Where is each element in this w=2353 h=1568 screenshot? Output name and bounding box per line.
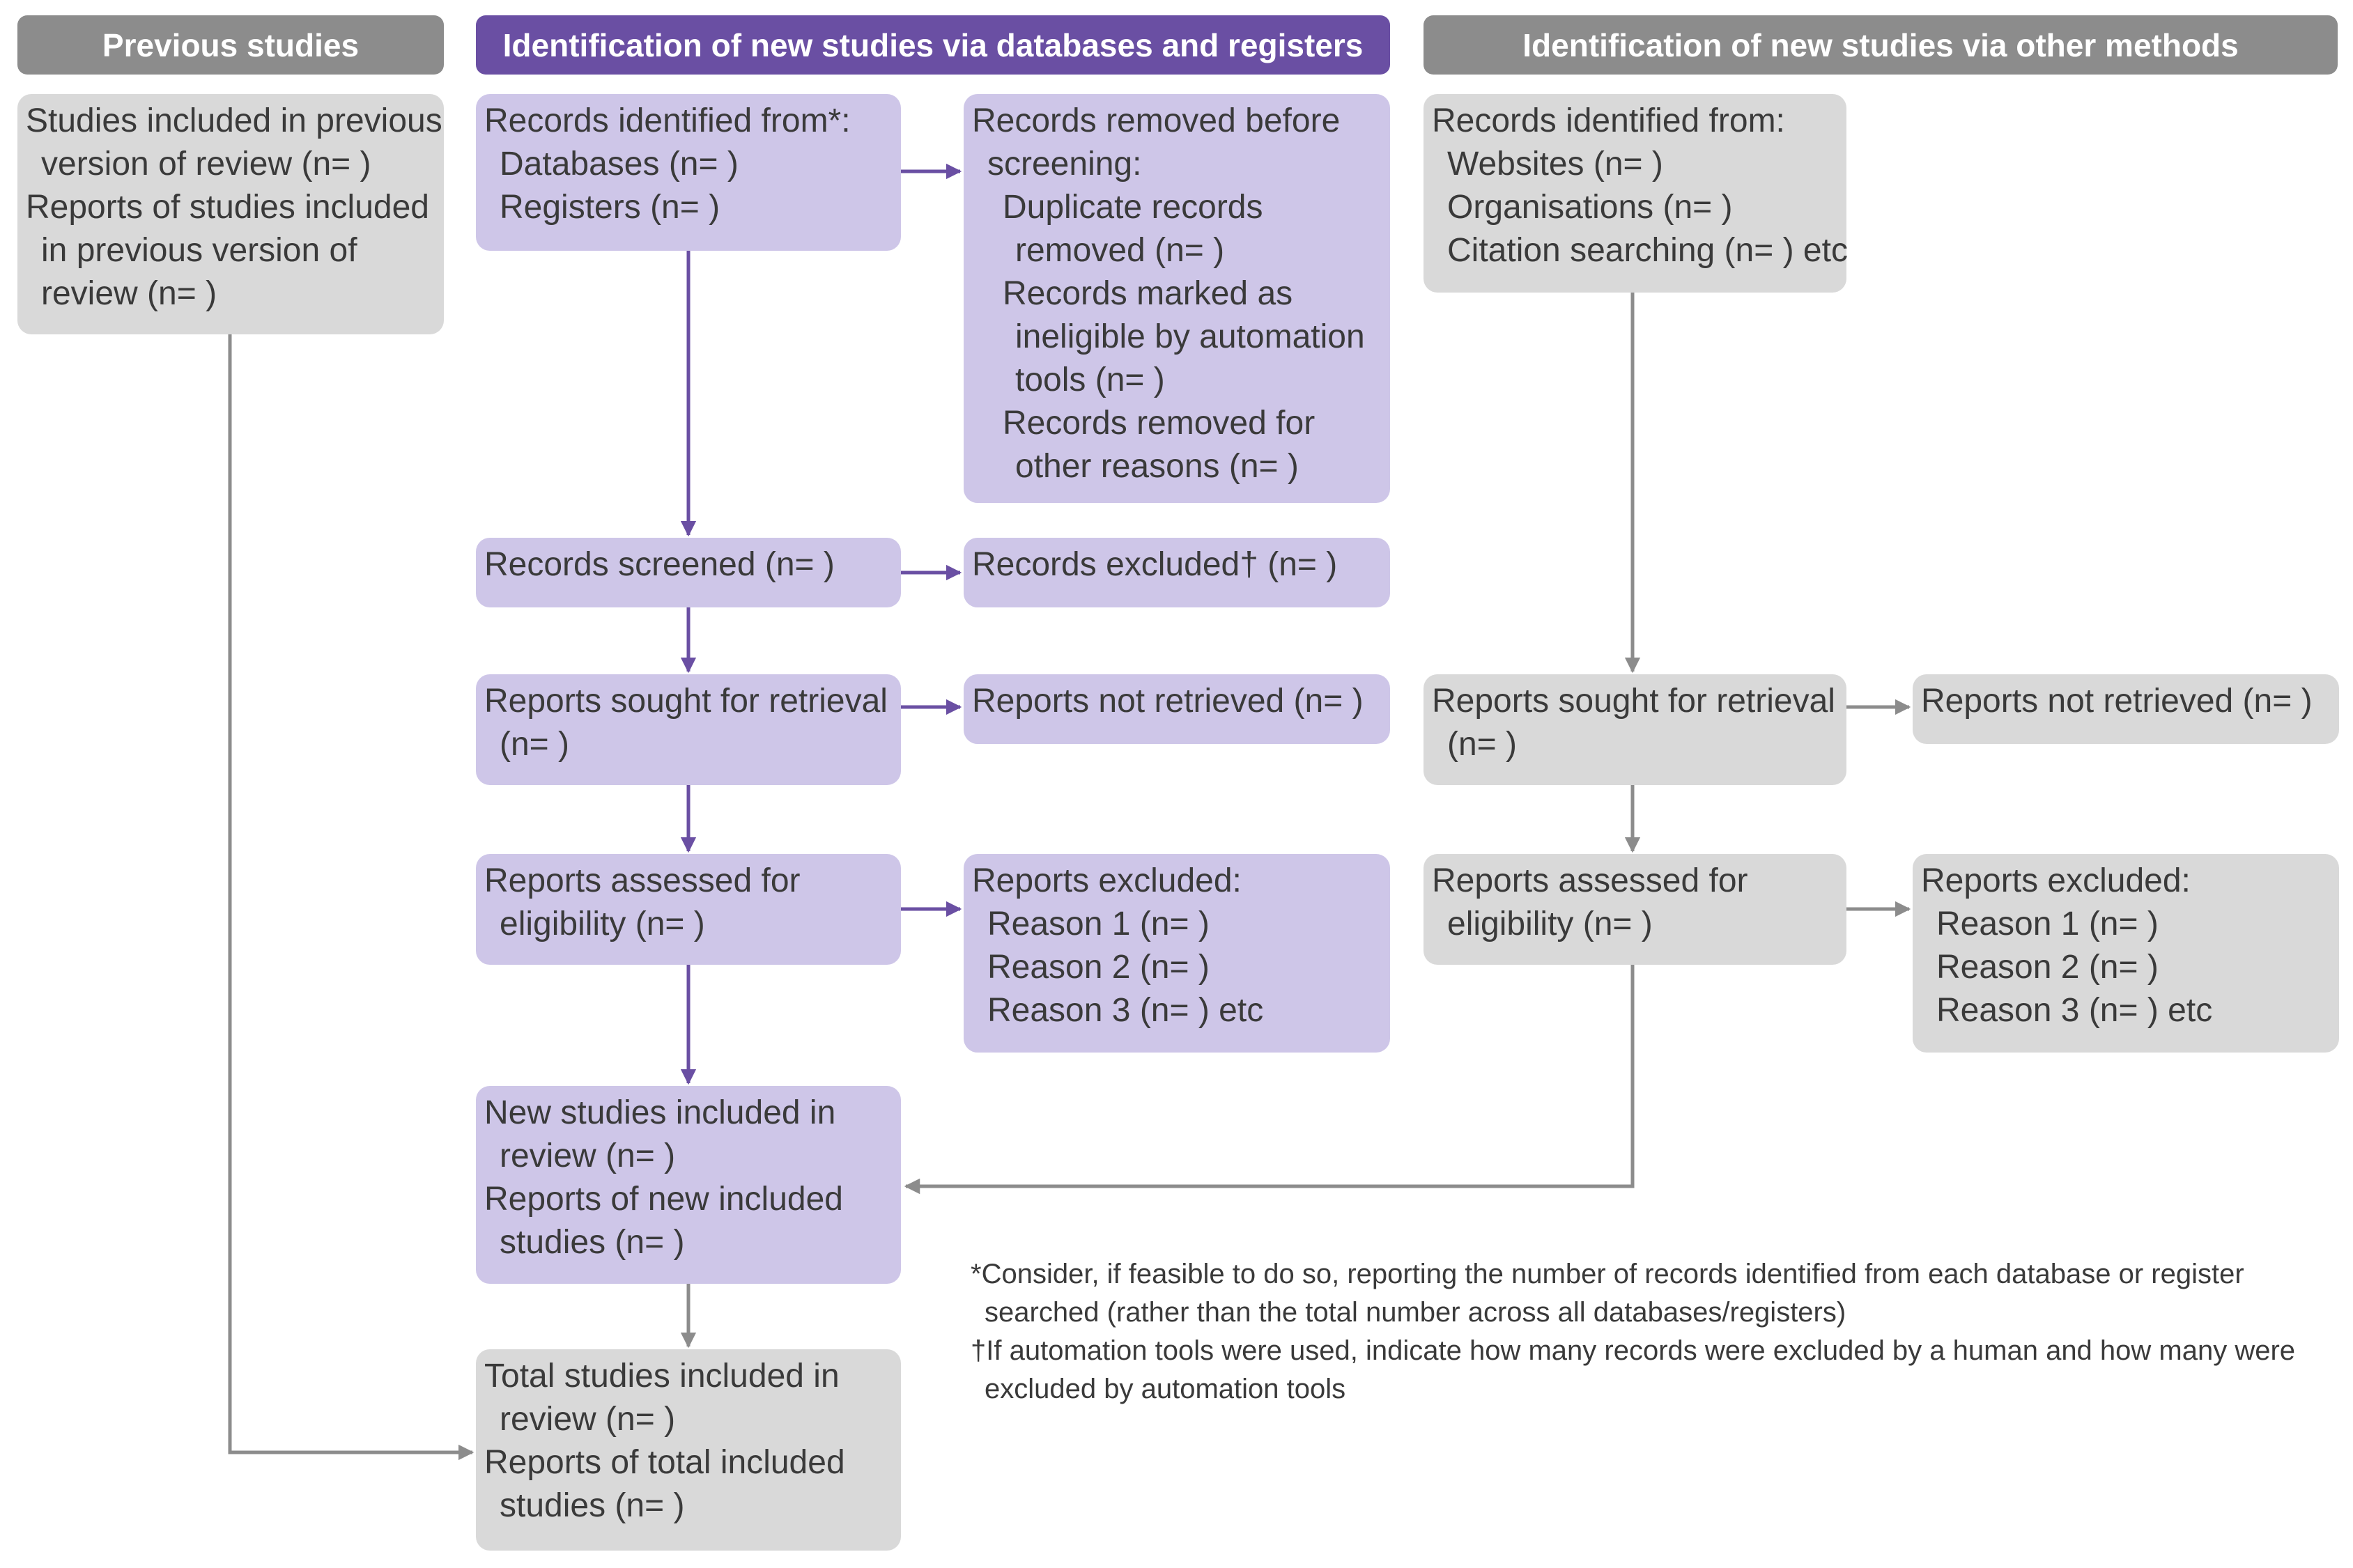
box-line: eligibility (n= ) xyxy=(500,906,705,942)
footnote-line: searched (rather than the total number a… xyxy=(985,1297,1846,1328)
box-line: (n= ) xyxy=(500,726,570,763)
box-line: Organisations (n= ) xyxy=(1447,189,1733,226)
box-total-studies-included: Total studies included in review (n= ) R… xyxy=(476,1349,901,1551)
box-line: Records removed before xyxy=(972,102,1341,139)
box-line: Records marked as xyxy=(1003,275,1293,312)
box-line: other reasons (n= ) xyxy=(1015,448,1299,485)
box-line: eligibility (n= ) xyxy=(1447,906,1653,942)
box-line: Reports of studies included xyxy=(26,189,429,226)
box-line: Reports not retrieved (n= ) xyxy=(1921,683,2313,720)
box-reports-excluded: Reports excluded: Reason 1 (n= ) Reason … xyxy=(964,854,1390,1053)
box-line: review (n= ) xyxy=(500,1138,676,1174)
box-line: screening: xyxy=(987,146,1142,183)
box-line: Reason 3 (n= ) etc xyxy=(987,992,1264,1029)
box-line: Reports not retrieved (n= ) xyxy=(972,683,1364,720)
box-line: Websites (n= ) xyxy=(1447,146,1663,183)
box-other-reports-assessed: Reports assessed for eligibility (n= ) xyxy=(1424,854,1846,965)
box-line: Total studies included in xyxy=(484,1358,840,1395)
box-line: New studies included in xyxy=(484,1094,836,1131)
box-line: Reason 1 (n= ) xyxy=(1936,906,2159,942)
box-other-reports-excluded: Reports excluded: Reason 1 (n= ) Reason … xyxy=(1913,854,2339,1053)
box-line: Reason 3 (n= ) etc xyxy=(1936,992,2213,1029)
box-other-records-identified: Records identified from: Websites (n= ) … xyxy=(1424,94,1848,293)
box-line: studies (n= ) xyxy=(500,1224,685,1261)
box-line: version of review (n= ) xyxy=(41,146,371,183)
box-line: Reason 2 (n= ) xyxy=(1936,949,2159,986)
box-line: Records screened (n= ) xyxy=(484,546,835,583)
box-line: Reports sought for retrieval xyxy=(1432,683,1835,720)
box-new-studies-included: New studies included in review (n= ) Rep… xyxy=(476,1086,901,1284)
header-other-methods-label: Identification of new studies via other … xyxy=(1522,26,2239,63)
box-reports-not-retrieved: Reports not retrieved (n= ) xyxy=(964,674,1390,744)
box-line: Reports sought for retrieval xyxy=(484,683,888,720)
box-other-reports-not-retrieved: Reports not retrieved (n= ) xyxy=(1913,674,2339,744)
box-line: Reason 1 (n= ) xyxy=(987,906,1210,942)
box-line: Reports excluded: xyxy=(972,862,1242,899)
box-line: Records removed for xyxy=(1003,405,1316,442)
box-line: Reports excluded: xyxy=(1921,862,2191,899)
header-databases-registers-label: Identification of new studies via databa… xyxy=(502,26,1364,63)
box-records-screened: Records screened (n= ) xyxy=(476,538,901,607)
box-line: tools (n= ) xyxy=(1015,362,1165,398)
box-line: (n= ) xyxy=(1447,726,1518,763)
header-databases-registers: Identification of new studies via databa… xyxy=(476,15,1390,75)
box-line: Records excluded† (n= ) xyxy=(972,546,1338,583)
box-line: in previous version of xyxy=(41,232,357,269)
box-reports-sought: Reports sought for retrieval (n= ) xyxy=(476,674,901,785)
box-line: review (n= ) xyxy=(500,1401,676,1438)
box-line: Databases (n= ) xyxy=(500,146,739,183)
box-line: ineligible by automation xyxy=(1015,318,1365,355)
box-line: studies (n= ) xyxy=(500,1487,685,1524)
box-line: Reason 2 (n= ) xyxy=(987,949,1210,986)
footnote-line: †If automation tools were used, indicate… xyxy=(971,1335,2296,1366)
header-previous-studies: Previous studies xyxy=(17,15,444,75)
box-line: Registers (n= ) xyxy=(500,189,720,226)
footnote-line: excluded by automation tools xyxy=(985,1374,1346,1404)
footnote-line: *Consider, if feasible to do so, reporti… xyxy=(971,1259,2244,1289)
arrow-previous-to-total xyxy=(228,334,475,1461)
arrow-other-assessed-to-new-included xyxy=(904,965,1635,1195)
box-previous-included: Studies included in previous version of … xyxy=(17,94,444,334)
box-line: Records identified from: xyxy=(1432,102,1785,139)
box-records-identified: Records identified from*: Databases (n= … xyxy=(476,94,901,251)
box-other-reports-sought: Reports sought for retrieval (n= ) xyxy=(1424,674,1846,785)
header-other-methods: Identification of new studies via other … xyxy=(1424,15,2338,75)
box-line: Reports of total included xyxy=(484,1444,845,1481)
box-line: Records identified from*: xyxy=(484,102,851,139)
box-line: removed (n= ) xyxy=(1015,232,1225,269)
footnotes: *Consider, if feasible to do so, reporti… xyxy=(971,1255,2336,1408)
box-line: review (n= ) xyxy=(41,275,217,312)
box-line: Reports assessed for xyxy=(1432,862,1748,899)
box-records-removed: Records removed before screening: Duplic… xyxy=(964,94,1390,503)
box-reports-assessed: Reports assessed for eligibility (n= ) xyxy=(476,854,901,965)
box-line: Studies included in previous xyxy=(26,102,442,139)
box-line: Citation searching (n= ) etc xyxy=(1447,232,1848,269)
box-line: Reports assessed for xyxy=(484,862,801,899)
box-records-excluded: Records excluded† (n= ) xyxy=(964,538,1390,607)
box-line: Reports of new included xyxy=(484,1181,843,1218)
header-previous-studies-label: Previous studies xyxy=(102,26,360,63)
box-line: Duplicate records xyxy=(1003,189,1263,226)
